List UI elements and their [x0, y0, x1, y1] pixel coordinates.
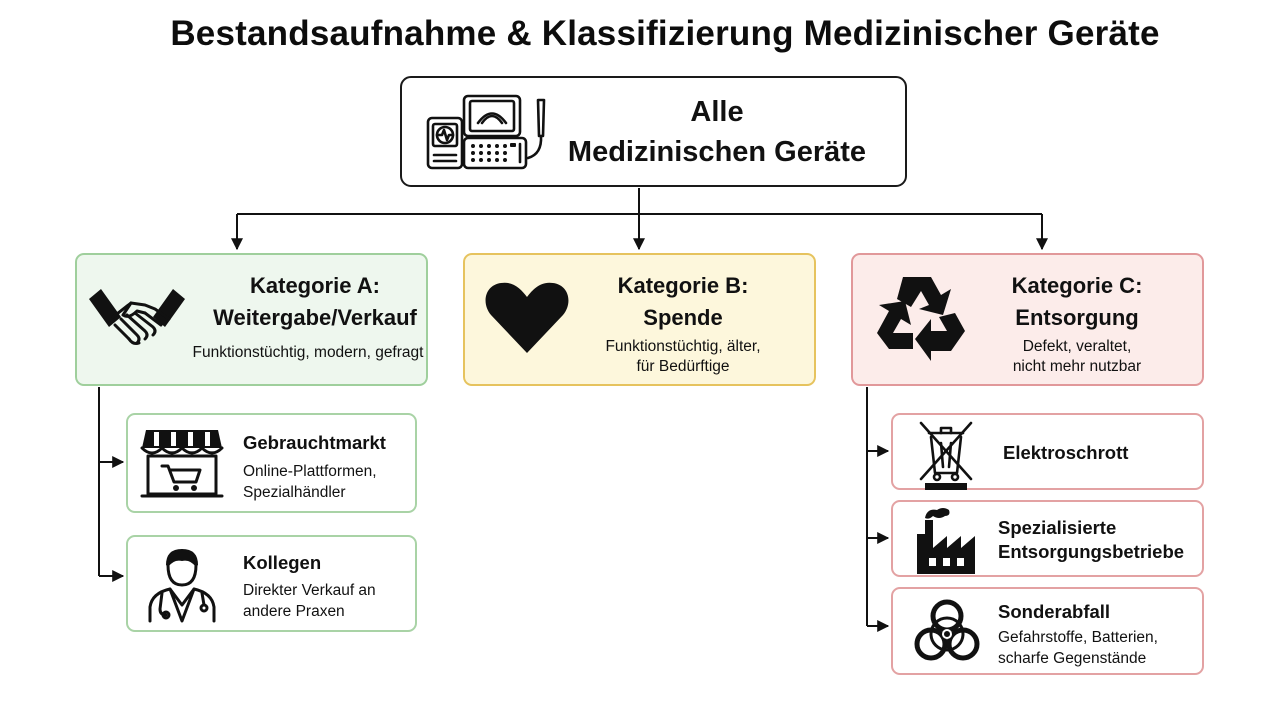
online-shop-icon [140, 430, 224, 498]
category-b-heading-line1: Kategorie B: [617, 273, 749, 298]
sonderabfall-title: Sonderabfall [998, 600, 1110, 624]
root-node-label-line2: Medizinischen Geräte [567, 136, 867, 168]
root-node-label-line1: Alle [690, 96, 744, 128]
entsorgungsbetriebe-title-line1: Spezialisierte [998, 517, 1117, 538]
category-c-description: Defekt, veraltet, nicht mehr nutzbar [963, 337, 1191, 377]
sonderabfall-node: Sonderabfall Gefahrstoffe, Batterien, sc… [891, 587, 1204, 675]
category-c-description-line1: Defekt, veraltet, [1022, 338, 1132, 355]
recycle-icon [877, 277, 965, 361]
gebrauchtmarkt-node: Gebrauchtmarkt Online-Plattformen, Spezi… [126, 413, 417, 513]
category-c-description-line2: nicht mehr nutzbar [1012, 358, 1142, 375]
medical-devices-icon [426, 94, 546, 170]
kollegen-node: Kollegen Direkter Verkauf an andere Prax… [126, 535, 417, 632]
elektroschrott-node: Elektroschrott [891, 413, 1204, 490]
category-b-description-line2: für Bedürftige [636, 358, 730, 375]
page-title: Bestandsaufnahme & Klassifizierung Mediz… [170, 14, 1160, 53]
sonderabfall-description-line2: scharfe Gegenstände [998, 650, 1147, 667]
gebrauchtmarkt-description-line1: Online-Plattformen, [243, 463, 377, 480]
category-a-description: Funktionstüchtig, modern, gefragt [185, 343, 431, 363]
doctor-icon [148, 549, 216, 623]
category-c-heading-line2: Entsorgung [1015, 305, 1139, 330]
root-node-all-devices: Alle Medizinischen Geräte [400, 76, 907, 187]
sonderabfall-title-line1: Sonderabfall [998, 601, 1111, 622]
sonderabfall-description: Gefahrstoffe, Batterien, scharfe Gegenst… [998, 627, 1158, 669]
kollegen-description: Direkter Verkauf an andere Praxen [243, 580, 376, 622]
heart-icon [485, 282, 569, 353]
entsorgungsbetriebe-node: Spezialisierte Entsorgungsbetriebe [891, 500, 1204, 577]
category-a-node: Kategorie A: Weitergabe/Verkauf Funktion… [75, 253, 428, 386]
category-c-heading-line1: Kategorie C: [1011, 273, 1143, 298]
entsorgungsbetriebe-title-line2: Entsorgungsbetriebe [998, 541, 1185, 562]
category-b-heading: Kategorie B: Spende [573, 270, 793, 334]
kollegen-description-line2: andere Praxen [243, 603, 345, 620]
category-c-heading: Kategorie C: Entsorgung [963, 270, 1191, 334]
gebrauchtmarkt-description: Online-Plattformen, Spezialhändler [243, 461, 377, 503]
category-b-description-line1: Funktionstüchtig, älter, [605, 338, 761, 355]
elektroschrott-title: Elektroschrott [1003, 441, 1128, 465]
entsorgungsbetriebe-title: Spezialisierte Entsorgungsbetriebe [998, 516, 1184, 564]
category-b-node: Kategorie B: Spende Funktionstüchtig, äl… [463, 253, 816, 386]
category-a-heading-line1: Kategorie A: [250, 273, 380, 298]
kollegen-title: Kollegen [243, 552, 322, 573]
category-a-description-line1: Funktionstüchtig, modern, gefragt [192, 344, 424, 361]
category-a-heading: Kategorie A: Weitergabe/Verkauf [205, 270, 425, 334]
category-c-node: Kategorie C: Entsorgung Defekt, veraltet… [851, 253, 1204, 386]
elektroschrott-title-line1: Elektroschrott [1003, 442, 1129, 463]
sonderabfall-description-line1: Gefahrstoffe, Batterien, [998, 629, 1158, 646]
gebrauchtmarkt-title: Gebrauchtmarkt [243, 432, 386, 453]
crossed-out-bin-icon [919, 421, 973, 490]
kollegen-description-line1: Direkter Verkauf an [243, 582, 376, 599]
root-node-label: Alle Medizinischen Geräte [552, 92, 882, 172]
factory-icon [917, 508, 975, 574]
handshake-icon [89, 289, 185, 345]
category-b-heading-line2: Spende [643, 305, 723, 330]
category-a-heading-line2: Weitergabe/Verkauf [213, 305, 417, 330]
category-b-description: Funktionstüchtig, älter, für Bedürftige [573, 337, 793, 377]
biohazard-icon [914, 599, 980, 661]
gebrauchtmarkt-description-line2: Spezialhändler [243, 484, 346, 501]
